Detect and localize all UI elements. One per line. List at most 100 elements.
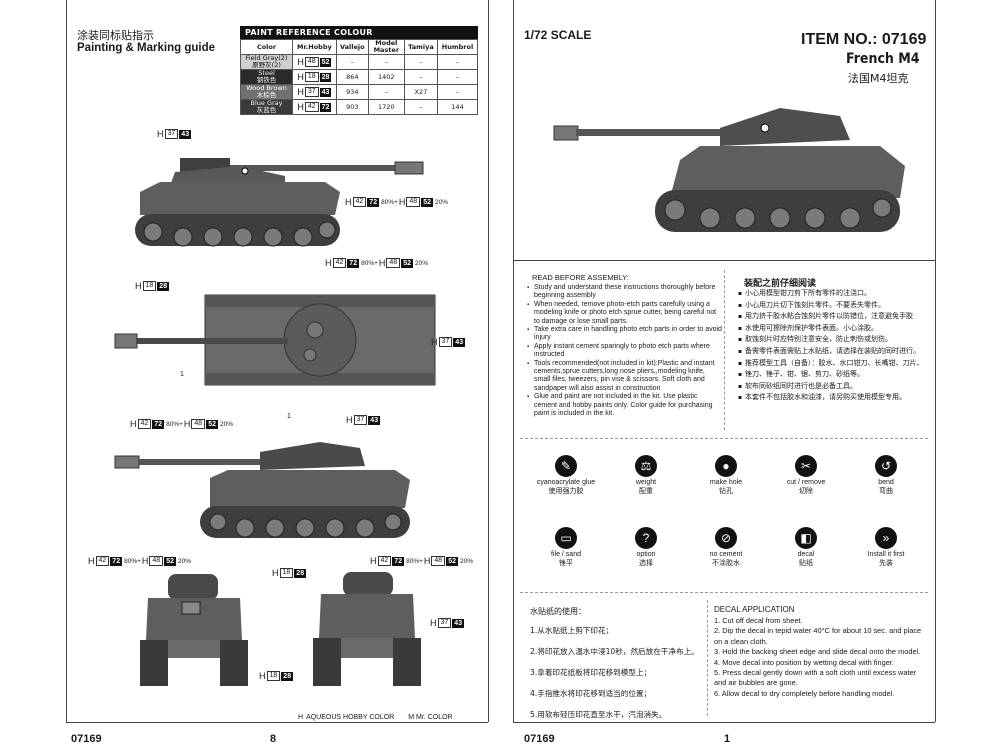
model-master-cell: 1402 <box>367 69 405 85</box>
tank-side-left-drawing <box>135 158 424 247</box>
list-item: 本套件不包括胶水和油漆，请另购买使用模型专用。 <box>738 392 928 404</box>
model-name-cn: 法国M4坦克 <box>848 72 909 85</box>
legend-symbol-icon: ⊘ <box>715 527 737 549</box>
list-item: 小心用刀片切下蚀刻片零件。不要丢失零件。 <box>738 300 928 312</box>
h-code: 37 <box>437 618 452 628</box>
m-code: 52 <box>164 556 176 566</box>
m-code: 72 <box>110 556 123 566</box>
read-before-title: READ BEFORE ASSEMBLY: <box>532 273 629 282</box>
legend-label-en: weight <box>635 479 657 486</box>
vallejo-cell: 903 <box>335 99 369 115</box>
paint-reference-table: PAINT REFERENCE COLOUR Color Mr.Hobby Va… <box>239 26 478 115</box>
legend-label-en: option <box>636 551 656 558</box>
model-master-cell: – <box>367 84 405 100</box>
m-code: 43 <box>453 337 466 347</box>
h-code: 37 <box>304 87 319 97</box>
m-code: 43 <box>368 415 381 425</box>
h-code: 37 <box>164 129 179 139</box>
m-code: 72 <box>367 197 380 207</box>
list-item: 用力挤干胶水粘合蚀刻片零件以防错位，注意避免手胶 <box>738 311 928 323</box>
paint-header: Vallejo <box>335 39 369 55</box>
paint-header: Mr.Hobby <box>292 39 337 55</box>
legend-label-cn: 贴纸 <box>799 559 813 567</box>
h-text: AQUEOUS HOBBY COLOR <box>306 714 395 721</box>
color-name-cn: 原野灰(2) <box>252 61 281 69</box>
humbrol-cell: – <box>437 54 478 70</box>
h-code: 42 <box>377 556 392 566</box>
h-code: 42 <box>95 556 110 566</box>
m-code: 72 <box>392 556 405 566</box>
tank-top-view <box>114 294 436 386</box>
list-item: Study and understand these instructions … <box>527 284 722 301</box>
legend-symbol-icon: ▭ <box>555 527 577 549</box>
h-code: 42 <box>137 419 152 429</box>
legend-label-cn: 钻孔 <box>719 487 733 495</box>
legend-label-en: file / sand <box>551 551 581 558</box>
color-name-cn: 木棕色 <box>256 91 277 99</box>
list-item: Take extra care in handling photo etch p… <box>527 326 722 343</box>
scale-label: 1/72 SCALE <box>524 28 592 42</box>
m-code: 72 <box>319 102 332 112</box>
paint-header: Color <box>239 39 294 55</box>
m-code: 72 <box>152 419 165 429</box>
color-name: Blue Gray <box>250 99 283 107</box>
tank-rear-view <box>313 572 421 686</box>
legend-label-en: bend <box>878 479 894 486</box>
legend-label-cn: 配重 <box>639 487 653 495</box>
legend-label-cn: 使用强力胶 <box>548 487 584 495</box>
mix-percent: 80%+ <box>406 557 423 565</box>
list-item: 4. Move decal into position by wetting d… <box>714 657 894 667</box>
list-item: 6. Allow decal to dry completely before … <box>714 688 895 698</box>
color-swatch: Field Gray(2)原野灰(2) <box>239 54 294 70</box>
cn-decal-list: 1.从水贴纸上剪下印花； 2.将印花放入温水中浸10秒，然后放在干净布上。 3.… <box>530 620 699 725</box>
h-code: 48 <box>191 419 206 429</box>
m-text: Mr. COLOR <box>416 714 453 721</box>
item-number: ITEM NO.: 07169 <box>801 31 927 48</box>
list-item: Tools recommended(not included in kit):P… <box>527 360 722 394</box>
color-name: Field Gray(2) <box>245 54 288 62</box>
humbrol-cell: – <box>437 69 478 85</box>
right-page-number: 1 <box>724 733 731 745</box>
tank-side-view-left <box>135 158 424 247</box>
h-code: 48 <box>406 197 421 207</box>
list-item: 软布同砂纸同时进行也是必备工具。 <box>738 381 928 393</box>
list-item: 水使用可擦除剂保护零件表面。小心涂胶。 <box>738 323 928 335</box>
legend-label-cn: 弯曲 <box>879 487 893 495</box>
h-label: H <box>298 714 304 721</box>
list-item: 5.用软布轻压印花直至水干，汽泡消失。 <box>530 710 667 719</box>
legend-label-cn: 不涂胶水 <box>712 559 740 567</box>
h-code: 42 <box>332 258 347 268</box>
read-before-list: Study and understand these instructions … <box>527 284 722 419</box>
h-code: 37 <box>353 415 368 425</box>
legend-symbol-icon: ? <box>635 527 657 549</box>
tamiya-cell: – <box>403 99 439 115</box>
m-code: 52 <box>421 197 433 207</box>
legend-label-cn: 切除 <box>799 487 813 495</box>
list-item: 取蚀刻片时应特别注意安全，防止刺伤或划伤。 <box>738 334 928 346</box>
vallejo-cell: – <box>335 54 369 70</box>
h-code: 18 <box>279 568 294 578</box>
right-footer-code: 07169 <box>524 733 555 745</box>
h-code: 18 <box>142 281 157 291</box>
m-code: 52 <box>446 556 458 566</box>
model-master-cell: 1720 <box>367 99 405 115</box>
legend-label-en: Install it first <box>867 551 905 558</box>
list-item: 锉刀、锉子、钳、锯、剪刀、砂纸等。 <box>738 369 928 381</box>
mix-percent: 80%+ <box>166 420 183 428</box>
paint-header: Tamiya <box>403 39 439 55</box>
m-code: 43 <box>319 87 332 97</box>
cn-notes-title: 装配之前仔细阅读 <box>744 279 817 289</box>
